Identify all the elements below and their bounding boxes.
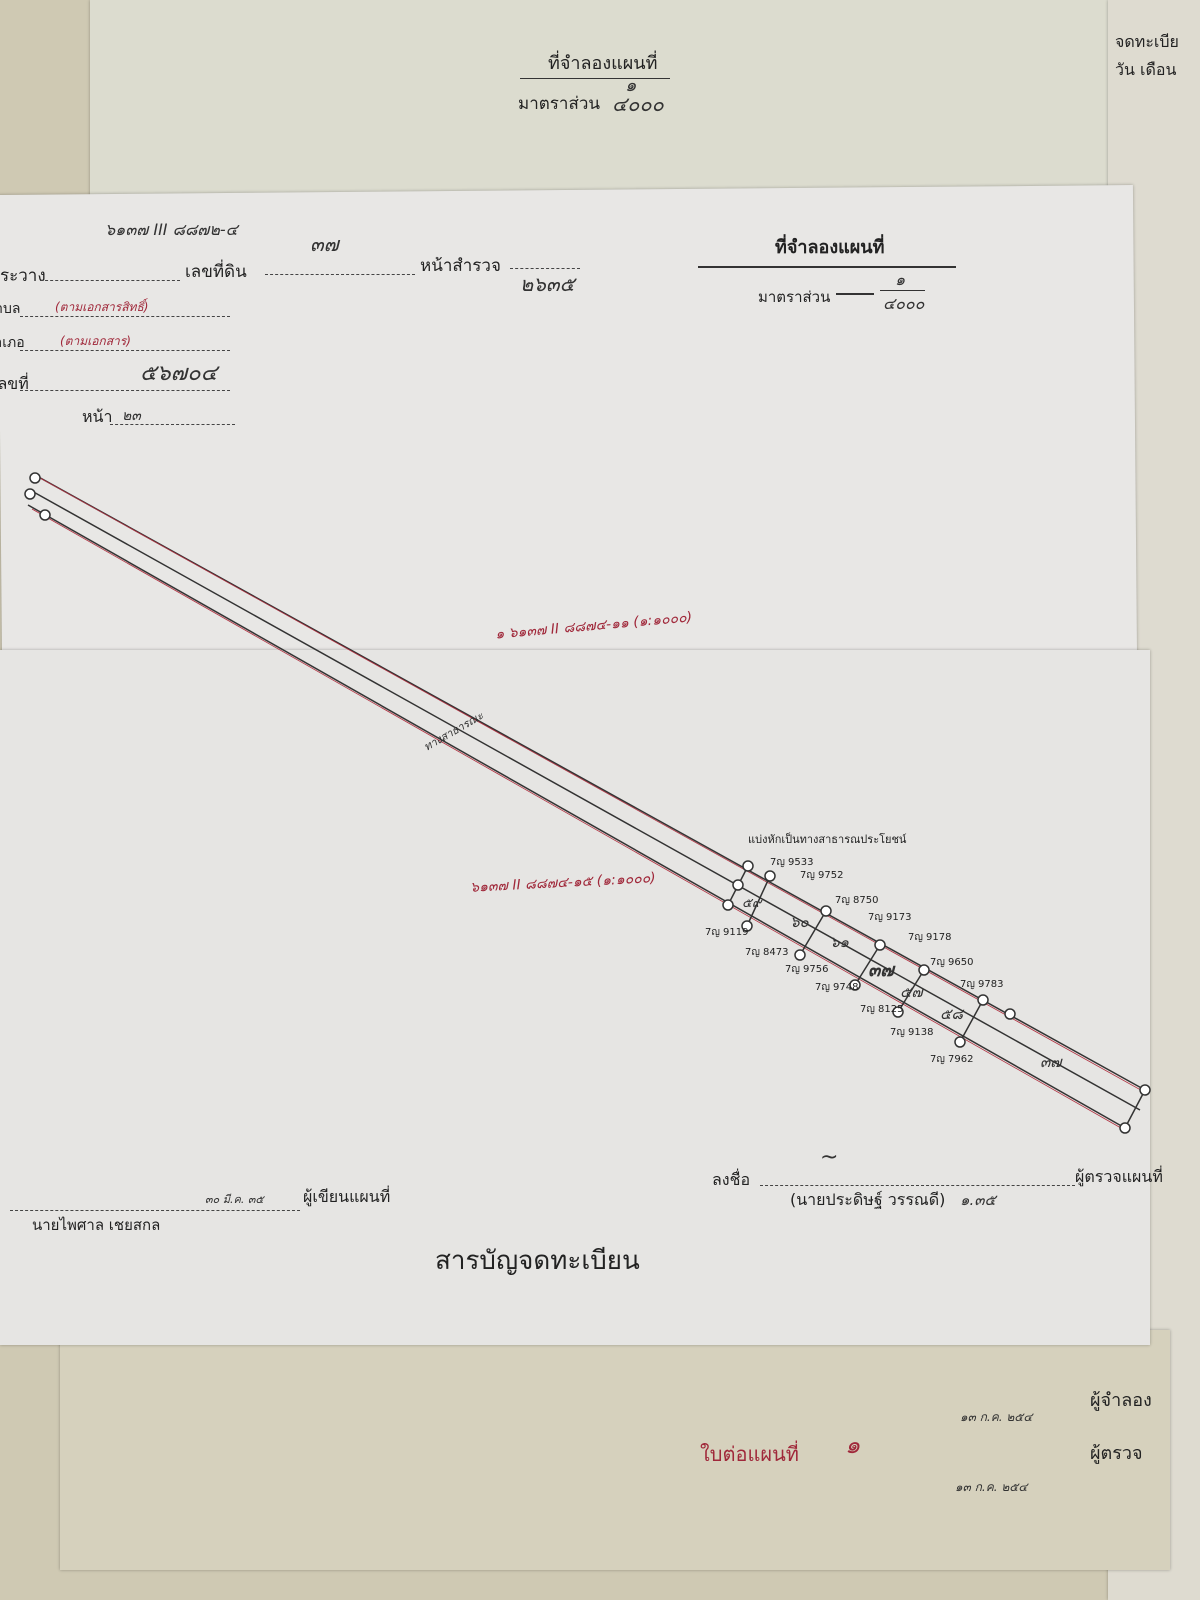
marker-label: 7ญ 9138 [890, 1027, 934, 1038]
inspector-signature: ~ [820, 1145, 839, 1170]
subdistrict-value: (ตามเอกสารสิทธิ์) [55, 300, 149, 314]
land-no-value: ๓๗ [310, 232, 339, 256]
divider [520, 78, 670, 79]
strip-boundary-line [27, 504, 1126, 1129]
copier-label: ผู้จำลอง [1090, 1390, 1152, 1411]
parcel-label: ๖๐ [790, 913, 809, 931]
strip-center-line [29, 489, 1141, 1111]
red-boundary-line [31, 508, 1129, 1133]
parcel-label: ๕๗ [900, 983, 923, 1001]
drafter-label: ผู้เขียนแผนที่ [303, 1187, 391, 1206]
marker-label: 7ญ 9756 [785, 964, 829, 975]
lower-map-sheet [0, 650, 1150, 1345]
number-value: ๕๖๗๐๔ [140, 361, 218, 386]
inspector-label: ผู้ตรวจแผนที่ [1075, 1167, 1163, 1186]
drafter-name: นายไพศาล เชยสกล [32, 1216, 161, 1234]
marker-label: 7ญ 9178 [908, 932, 952, 943]
parcel-label: ๕๙ [742, 896, 762, 911]
marker-label: 7ญ 9783 [960, 979, 1004, 990]
parcel-label: ๖๑ [830, 933, 850, 951]
checker-date: ๑๓ ก.ค. ๒๕๔ [955, 1480, 1028, 1494]
registry-title: สารบัญจดทะเบียน [435, 1246, 640, 1276]
between-label: ระวาง [0, 266, 46, 286]
survey-page-label: หน้าสำรวจ [420, 256, 501, 276]
inspector-date: ๑.๓๕ [960, 1191, 996, 1209]
marker-label: 7ญ 9650 [930, 957, 974, 968]
survey-page-value: ๒๖๓๕ [520, 272, 575, 296]
marker-label: 7ญ 9173 [868, 912, 912, 923]
strip-boundary-line [34, 474, 1146, 1091]
sheet-code: ๖๑๓๗ III ๘๘๗๒-๔ [105, 220, 238, 239]
marker-label: 7ญ 8473 [745, 947, 789, 958]
page-value: ๒๓ [122, 408, 141, 424]
bottom-document [60, 1330, 1170, 1570]
marker-label: 7ญ 8125 [860, 1004, 904, 1015]
land-no-label: เลขที่ดิน [185, 262, 247, 282]
background-scale-num: ๑ [625, 75, 637, 96]
checker-label: ผู้ตรวจ [1090, 1443, 1143, 1464]
scale-num: ๑ [895, 270, 906, 289]
sign-label: ลงชื่อ [712, 1170, 751, 1189]
parcel-label-current: ๓๗ [868, 960, 894, 981]
marker-label: 7ญ 8750 [835, 895, 879, 906]
marker-label: 7ญ 7962 [930, 1054, 974, 1065]
background-map-title: ที่จำลองแผนที่ [548, 53, 658, 74]
background-scale-label: มาตราส่วน [518, 94, 601, 114]
right-edge-text: จดทะเบีย [1115, 32, 1179, 51]
continuation-value: ๑ [845, 1431, 861, 1459]
subdistrict-label: ตำบล [0, 301, 21, 317]
right-edge-text: วัน เดือน [1115, 60, 1177, 79]
parcel-label: ๕๘ [940, 1005, 963, 1023]
inspector-name: (นายประดิษฐ์ วรรณดี) [790, 1190, 946, 1209]
scale-den: ๔๐๐๐ [883, 294, 925, 313]
marker-label: 7ญ 9533 [770, 857, 814, 868]
map-title: ที่จำลองแผนที่ [775, 237, 885, 258]
marker-label: 7ญ 9748 [815, 982, 859, 993]
marker-label: 7ญ 9119 [705, 927, 749, 938]
continuation-label: ใบต่อแผนที่ [700, 1442, 799, 1466]
number-label: เลขที่ [0, 374, 29, 393]
divider [836, 293, 874, 295]
district-value: (ตามเอกสาร) [60, 334, 131, 348]
parcel-label: ๓๗ [1040, 1053, 1062, 1071]
divider [880, 290, 925, 291]
public-use-note: แบ่งหักเป็นทางสาธารณประโยชน์ [748, 833, 907, 846]
scale-label: มาตราส่วน [758, 288, 831, 306]
marker-label: 7ญ 9752 [800, 870, 844, 881]
drafter-date: ๓๐ มี.ค. ๓๕ [205, 1193, 264, 1206]
background-scale-value: ๔๐๐๐ [612, 92, 664, 116]
background-document [90, 0, 1120, 200]
red-boundary-line [39, 477, 1149, 1095]
divider [698, 266, 956, 268]
page-label: หน้า [82, 407, 113, 426]
copier-date: ๑๓ ก.ค. ๒๕๔ [960, 1410, 1033, 1424]
district-label: อำเภอ [0, 335, 25, 351]
